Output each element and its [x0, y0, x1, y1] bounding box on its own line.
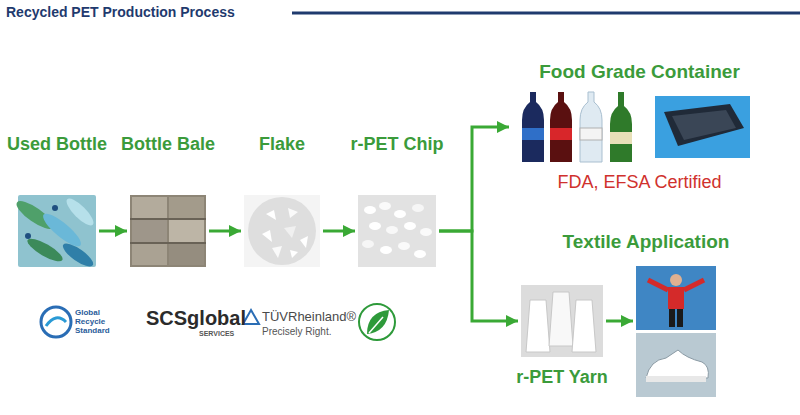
- logo-text: SERVICES: [199, 330, 234, 338]
- section-heading: Textile Application: [563, 228, 730, 256]
- diagram-title: Recycled PET Production Process: [6, 4, 235, 20]
- food-container-photo: [522, 92, 750, 162]
- logo-text: SCSglobal: [146, 306, 246, 330]
- flake-photo: [244, 195, 320, 267]
- step-heading: r-PET Yarn: [497, 365, 627, 391]
- textile-products-photo: [636, 266, 716, 397]
- process-step: Bottle Bale: [130, 195, 206, 267]
- rpet-chip-photo: [358, 195, 436, 267]
- logo-text: TÜVRheinland®: [262, 309, 356, 325]
- flow-arrow: [439, 127, 509, 231]
- step-heading: Used Bottle: [6, 119, 108, 171]
- process-step: Flake: [244, 195, 320, 267]
- process-step: r-PET Yarn: [521, 285, 603, 357]
- process-step: r-PET Chip: [358, 195, 436, 267]
- process-step: Textile Application: [636, 266, 716, 397]
- logo-text: Precisely Right.: [262, 326, 331, 338]
- logo-text: Global Recycle Standard: [75, 308, 119, 336]
- title-rule: [292, 12, 800, 15]
- flow-arrow: [439, 231, 518, 321]
- bottle-bale-photo: [130, 195, 206, 267]
- used-bottle-photo: [13, 195, 97, 270]
- product-group: Food Grade ContainerFDA, EFSA Certified: [512, 60, 767, 194]
- green-label-icon: [359, 304, 395, 340]
- process-step: Used Bottle: [18, 195, 96, 267]
- step-heading: r-PET Chip: [346, 119, 448, 171]
- flow-arrow: [99, 230, 127, 233]
- section-heading: Food Grade Container: [512, 60, 767, 84]
- flow-arrow: [323, 230, 355, 233]
- flow-arrow: [209, 230, 241, 233]
- flow-arrow: [606, 320, 633, 323]
- certification-note: FDA, EFSA Certified: [512, 170, 767, 194]
- step-heading: Bottle Bale: [118, 119, 218, 171]
- step-heading: Flake: [232, 119, 332, 171]
- grs-logo-icon: [41, 307, 71, 337]
- rpet-yarn-photo: [521, 285, 603, 357]
